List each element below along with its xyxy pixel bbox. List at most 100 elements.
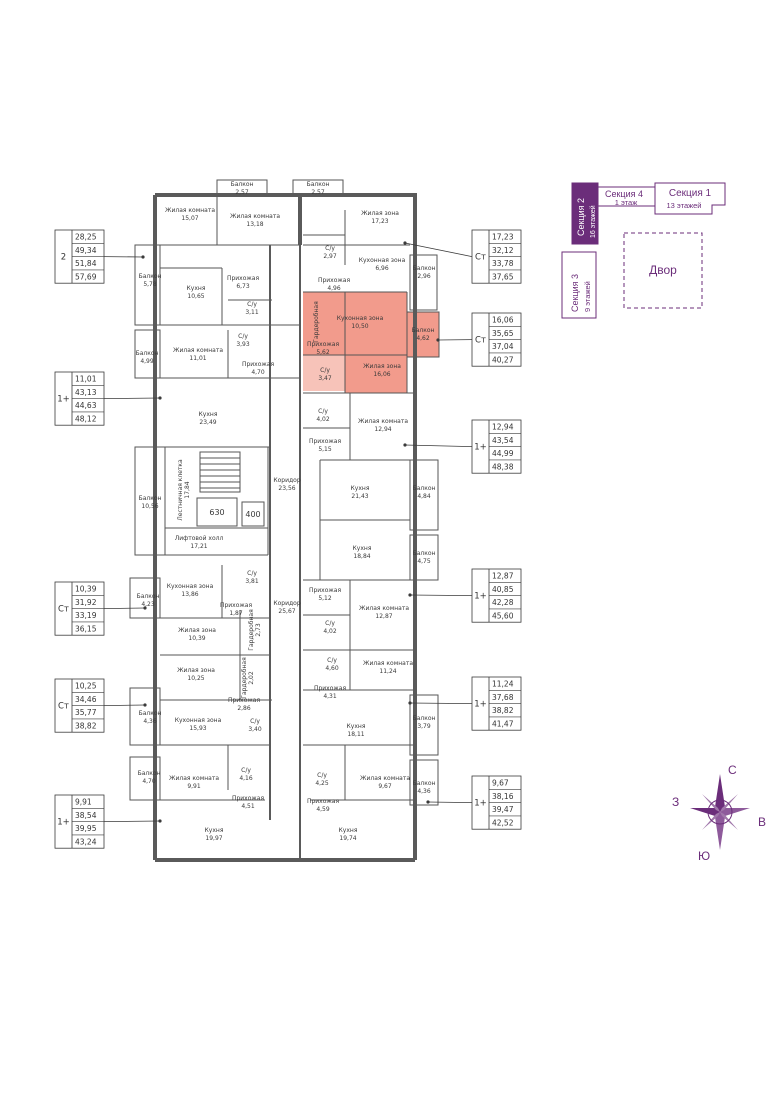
- room-name: Прихожая: [242, 361, 275, 368]
- room-area: 21,43: [351, 493, 368, 500]
- room-label: С/у3,11: [245, 301, 259, 316]
- apartment-area-value: 45,60: [492, 611, 514, 620]
- room-name: Жилая комната: [173, 347, 223, 354]
- leader-dot: [158, 396, 162, 400]
- room-name: Жилая зона: [363, 363, 401, 370]
- room-area: 2,73: [255, 623, 262, 637]
- room-name: Жилая комната: [359, 605, 409, 612]
- room-area: 2,86: [237, 705, 251, 712]
- room-name: Балкон: [231, 181, 254, 188]
- room-area: 4,31: [323, 693, 337, 700]
- apartment-area-value: 38,82: [75, 721, 97, 730]
- apartment-type: 1+: [474, 700, 487, 710]
- apartment-area-value: 12,87: [492, 572, 514, 581]
- apartment-area-value: 48,12: [75, 414, 97, 423]
- room-name: Кухня: [205, 827, 224, 834]
- room-name: Балкон: [412, 327, 435, 334]
- room-area: 3,40: [248, 726, 262, 733]
- leader-dot: [403, 443, 407, 447]
- section-1-title: Секция 1: [669, 188, 712, 199]
- apartment-area-value: 43,54: [492, 436, 514, 445]
- room-area: 19,97: [205, 835, 222, 842]
- room-area: 4,36: [417, 788, 431, 795]
- room-name: Жилая комната: [169, 775, 219, 782]
- room-area: 2,57: [235, 189, 249, 196]
- apartment-area-value: 38,54: [75, 811, 97, 820]
- compass-north: С: [728, 763, 737, 777]
- room-label: С/у3,47: [318, 367, 332, 382]
- room-name: Кухонная зона: [175, 717, 222, 724]
- apartment-area-value: 40,27: [492, 355, 514, 364]
- room-area: 4,84: [417, 493, 431, 500]
- room-area: 4,59: [316, 806, 330, 813]
- leader-dot: [141, 255, 145, 259]
- key-plan: Секция 4 1 этаж Секция 1 13 этажей Секци…: [530, 160, 750, 325]
- room-name: Жилая комната: [165, 207, 215, 214]
- leader-dot: [143, 703, 147, 707]
- apartment-area-value: 31,92: [75, 598, 97, 607]
- room-name: Прихожая: [307, 798, 340, 805]
- room-label: С/у4,25: [315, 772, 329, 787]
- room-name: Кухня: [339, 827, 358, 834]
- room-area: 11,01: [189, 355, 206, 362]
- apartment-type: 2: [61, 253, 66, 263]
- room-name: С/у: [327, 657, 337, 664]
- room-name: С/у: [318, 408, 328, 415]
- room-label: Гардеробная: [313, 301, 320, 343]
- room-area: 16,06: [373, 371, 390, 378]
- apartment-area-value: 57,69: [75, 272, 97, 281]
- room-area: 23,49: [199, 419, 216, 426]
- room-area: 17,84: [184, 481, 191, 498]
- room-area: 10,50: [351, 323, 368, 330]
- room-name: Балкон: [413, 265, 436, 272]
- room-name: Балкон: [413, 715, 436, 722]
- apartment-area-value: 43,13: [75, 388, 97, 397]
- apartment-area-value: 33,78: [492, 259, 514, 268]
- room-label: С/у4,16: [239, 767, 253, 782]
- compass-south: Ю: [698, 849, 710, 863]
- room-name: Кухня: [187, 285, 206, 292]
- section-4-title: Секция 4: [605, 189, 643, 199]
- apartment-area-value: 11,01: [75, 375, 97, 384]
- highlighted-apartment[interactable]: [303, 292, 439, 393]
- apartment-area-value: 32,12: [492, 246, 514, 255]
- elevator-label: 400: [245, 510, 260, 519]
- room-area: 3,11: [245, 309, 259, 316]
- leader-line: [409, 702, 473, 704]
- apartment-type: Ст: [58, 702, 69, 712]
- room-area: 5,12: [318, 595, 332, 602]
